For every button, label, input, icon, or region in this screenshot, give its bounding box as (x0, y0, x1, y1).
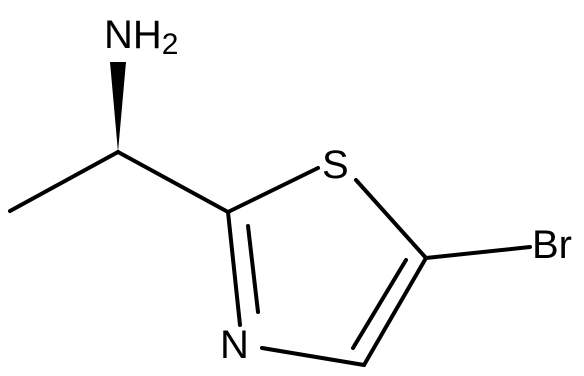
bond-c5-c4-inner (351, 258, 408, 350)
bond-c5-c4 (362, 256, 428, 367)
bond-wedge-chiral-amine (110, 62, 126, 152)
bond-c4-n3 (260, 346, 366, 367)
bond-chiral-c2 (116, 150, 230, 214)
bond-c2-s1 (226, 166, 320, 214)
bond-n3-c2 (226, 210, 242, 327)
amine-label: NH2 (104, 13, 178, 61)
bond-s1-c5 (354, 178, 428, 260)
bond-n3-c2-inner (246, 224, 260, 314)
bromine-label: Br (532, 223, 572, 267)
bond-c5-br (424, 245, 532, 260)
sulfur-label: S (322, 143, 349, 187)
ring-nitrogen-label: N (220, 323, 249, 367)
bond-methyl-chiral (8, 150, 120, 213)
